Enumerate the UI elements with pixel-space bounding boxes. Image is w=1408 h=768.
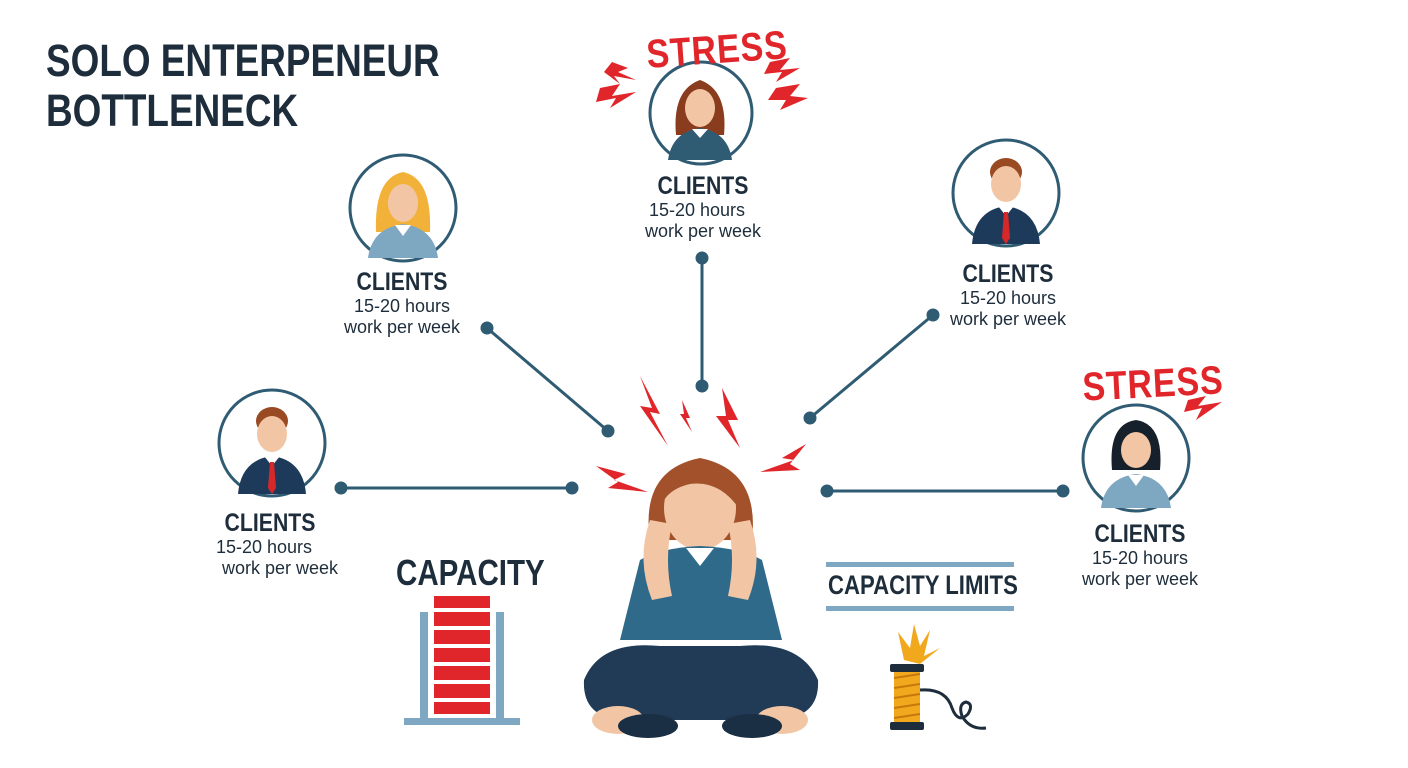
lightning-icon	[760, 444, 806, 472]
connector-dot	[565, 481, 579, 495]
client-hours: 15-20 hours	[215, 537, 313, 557]
client-hours-unit: work per week	[949, 309, 1067, 329]
lightning-icon	[768, 84, 808, 110]
client-hours: 15-20 hours	[648, 200, 746, 220]
capacity-limits-top-bar	[826, 562, 1014, 567]
client-label: CLIENTS	[1094, 520, 1186, 548]
connector-upper-left	[486, 326, 609, 433]
client-hours-unit: work per week	[1081, 569, 1199, 589]
capacity-label: CAPACITY	[396, 552, 545, 593]
connectors	[334, 251, 1070, 498]
client-avatar-upper-left	[348, 153, 458, 263]
client-label: CLIENTS	[657, 172, 749, 200]
connector-dot	[695, 379, 709, 393]
client-hours-unit: work per week	[221, 558, 339, 578]
lightning-icon	[764, 58, 800, 82]
connector-dot	[926, 308, 940, 322]
title-line-2: BOTTLENECK	[46, 85, 299, 136]
lightning-icon	[1184, 396, 1222, 420]
capacity-limits-bars	[826, 562, 1014, 611]
client-avatar-right	[1081, 403, 1191, 513]
client-label: CLIENTS	[962, 260, 1054, 288]
connector-dot	[820, 484, 834, 498]
client-card-upper-right: CLIENTS 15-20 hours work per week	[888, 260, 1128, 330]
connector-upper-right	[809, 313, 934, 420]
client-avatar-upper-right	[951, 138, 1061, 248]
title-line-1: SOLO ENTERPENEUR	[46, 35, 440, 86]
stress-label-right: STRESS	[1081, 358, 1225, 410]
client-label: CLIENTS	[224, 509, 316, 537]
connector-dot	[1056, 484, 1070, 498]
client-hours: 15-20 hours	[1091, 548, 1189, 568]
capacity-limits-label: CAPACITY LIMITS	[828, 570, 1018, 600]
capacity-limits-bottom-bar	[826, 606, 1014, 611]
client-avatar-top	[648, 60, 754, 166]
lightning-icons-top	[596, 58, 808, 110]
client-card-left: CLIENTS 15-20 hours work per week	[150, 509, 390, 579]
page-title: SOLO ENTERPENEUR BOTTLENECK	[46, 36, 440, 136]
stressed-entrepreneur-illustration	[583, 458, 819, 738]
connector-dot	[803, 411, 817, 425]
client-card-right: CLIENTS 15-20 hours work per week	[1020, 520, 1260, 590]
lightning-icon	[596, 84, 636, 108]
client-hours: 15-20 hours	[959, 288, 1057, 308]
connector-dot	[334, 481, 348, 495]
lightning-icon	[640, 376, 668, 446]
lightning-icon	[680, 400, 692, 432]
lightning-icon	[596, 466, 648, 492]
client-label: CLIENTS	[356, 268, 448, 296]
connector-dot	[480, 321, 494, 335]
lightning-icon	[716, 388, 740, 448]
client-card-top: CLIENTS 15-20 hours work per week	[583, 172, 823, 242]
capacity-bar-icon	[404, 596, 520, 725]
lightning-icons-right	[1184, 396, 1222, 420]
client-card-upper-left: CLIENTS 15-20 hours work per week	[282, 268, 522, 338]
connector-dot	[601, 424, 615, 438]
lightning-icon	[604, 62, 636, 84]
client-avatar-left	[217, 388, 327, 498]
client-hours: 15-20 hours	[353, 296, 451, 316]
overloaded-spring-icon	[890, 624, 987, 730]
client-hours-unit: work per week	[343, 317, 461, 337]
lightning-icons-center	[596, 376, 806, 492]
client-hours-unit: work per week	[644, 221, 762, 241]
connector-dot	[695, 251, 709, 265]
